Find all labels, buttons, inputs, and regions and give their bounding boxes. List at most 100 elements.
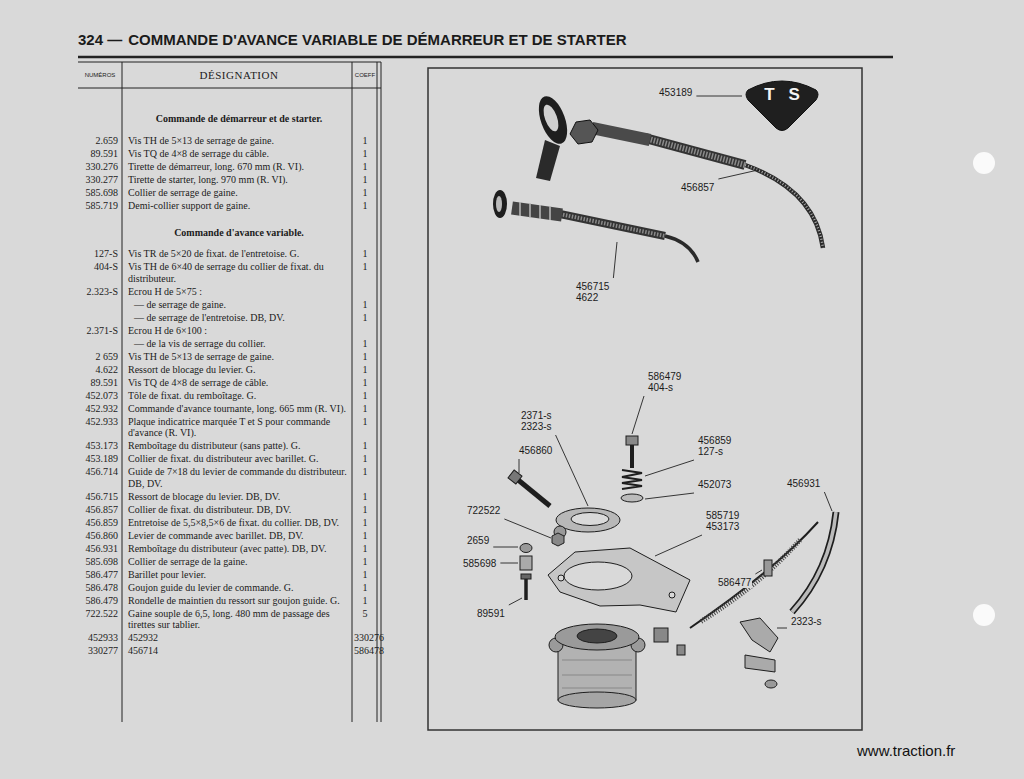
punch-hole: [973, 152, 995, 626]
advance-control-knob-part: [745, 165, 823, 248]
part-number: 453.189: [68, 453, 118, 465]
part-number: 452933: [68, 632, 118, 644]
part-number: 456.857: [68, 504, 118, 516]
quantity: 1: [354, 504, 376, 516]
part-designation: — de serrage de l'entretoise. DB, DV.: [134, 312, 350, 324]
quantity: 1: [354, 261, 376, 273]
quantity: 1: [354, 364, 376, 376]
quantity: 1: [354, 582, 376, 594]
part-number: 2 659: [68, 351, 118, 363]
distributor-assembly-part: [558, 692, 636, 708]
quantity: 1: [354, 248, 376, 260]
quantity: 1: [354, 491, 376, 503]
part-designation: Tirette de démarreur, long. 670 mm (R. V…: [128, 161, 350, 173]
pull-knob-part: [560, 214, 665, 236]
callout-number: 2323-s: [520, 421, 553, 432]
quantity: 1: [354, 595, 376, 607]
quantity: 1: [354, 569, 376, 581]
advance-control-knob-part: [592, 128, 650, 140]
cable-and-sheath-part: [740, 618, 778, 652]
page-rules: [78, 57, 893, 730]
distributor-assembly-part: [564, 562, 632, 590]
cable-and-sheath-part: [690, 522, 818, 628]
part-number: 404-S: [68, 261, 118, 273]
quantity: 1: [354, 135, 376, 147]
part-designation: Remboîtage du distributeur (sans patte).…: [128, 440, 350, 452]
part-designation: Entretoise de 5,5×8,5×6 de fixat. du col…: [128, 517, 350, 529]
section-heading: Commande d'avance variable.: [128, 227, 350, 239]
distributor-assembly-part: [520, 544, 532, 553]
cable-and-sheath-part: [764, 560, 772, 576]
advance-control-knob-part: [745, 165, 823, 248]
part-designation: Vis TH de 5×13 de serrage de gaine.: [128, 135, 350, 147]
part-designation: Vis TQ de 4×8 de serrage de câble.: [128, 377, 350, 389]
part-number: 2.323-S: [68, 286, 118, 298]
part-designation: Collier de serrage de la gaine.: [128, 556, 350, 568]
distributor-assembly-part: [562, 660, 632, 688]
quantity: 1: [354, 390, 376, 402]
watermark: www.traction.fr: [857, 742, 955, 760]
leader-line: [655, 535, 702, 556]
part-number: 586.479: [68, 595, 118, 607]
callout-number: 452073: [697, 479, 732, 490]
quantity: 1: [354, 312, 376, 324]
quantity: 1: [354, 403, 376, 415]
part-designation: Barillet pour levier.: [128, 569, 350, 581]
section-heading: Commande de démarreur et de starter.: [128, 113, 350, 125]
distributor-assembly-part: [626, 436, 638, 445]
page-rules-part: [78, 88, 381, 89]
callout-number: 585719: [705, 510, 740, 521]
plate-outline: [746, 81, 818, 131]
quantity: 1: [354, 351, 376, 363]
punch-hole-part: [973, 152, 995, 174]
advance-control-knob-part: [533, 92, 573, 147]
distributor-assembly-part: [621, 494, 643, 502]
part-designation: Vis TH de 5×13 de serrage de gaine.: [128, 351, 350, 363]
callout-number: 4622: [575, 292, 599, 303]
part-designation: Commande d'avance tournante, long. 665 m…: [128, 403, 350, 415]
part-designation: Levier de commande avec barillet. DB, DV…: [128, 530, 350, 542]
part-number: 330.276: [68, 161, 118, 173]
callout-number: 585698: [462, 558, 497, 569]
plate-shape: [742, 76, 822, 132]
advance-control-knob-part: [536, 140, 560, 181]
callout-number: 404-s: [647, 382, 674, 393]
cable-and-sheath-part: [654, 628, 668, 642]
distributor-assembly-part: [555, 624, 639, 650]
quantity: 1: [354, 161, 376, 173]
quantity: 1: [354, 299, 376, 311]
quantity: 1: [354, 466, 376, 478]
quantity: 1: [354, 174, 376, 186]
part-designation: Remboîtage du distributeur (avec patte).…: [128, 543, 350, 555]
part-number: 89.591: [68, 148, 118, 160]
callout-number: 722522: [466, 505, 501, 516]
part-designation: Vis TH de 6×40 de serrage du collier de …: [128, 261, 350, 284]
part-designation: Guide de 7×18 du levier de commande du d…: [128, 466, 350, 489]
part-number: 456.860: [68, 530, 118, 542]
callout-number: 456857: [680, 182, 715, 193]
quantity: 1: [354, 556, 376, 568]
part-number: 452.073: [68, 390, 118, 402]
leader-line: [632, 396, 644, 434]
quantity: 586478: [354, 645, 376, 657]
leader-line: [500, 563, 518, 564]
pull-knob-part: [493, 190, 507, 218]
part-number: 456.859: [68, 517, 118, 529]
page-rules-part: [377, 62, 378, 722]
part-designation: Plaque indicatrice marquée T et S pour c…: [128, 416, 350, 439]
leader-line: [645, 460, 694, 476]
part-number: 585.698: [68, 556, 118, 568]
distributor-assembly-part: [556, 508, 620, 532]
part-designation: Collier de serrage de gaine.: [128, 187, 350, 199]
leader-line: [504, 519, 551, 538]
distributor-assembly-part: [669, 592, 675, 598]
page-rules-part: [78, 56, 893, 59]
part-designation: Ecrou H de 6×100 :: [128, 325, 350, 337]
part-designation: Tôle de fixat. du remboîtage. G.: [128, 390, 350, 402]
distributor-assembly-part: [552, 533, 564, 546]
cable-and-sheath: [654, 512, 836, 688]
callout-number: 2323-s: [790, 616, 823, 627]
pull-knob: [493, 190, 698, 262]
distributor-assembly-part: [521, 574, 531, 579]
